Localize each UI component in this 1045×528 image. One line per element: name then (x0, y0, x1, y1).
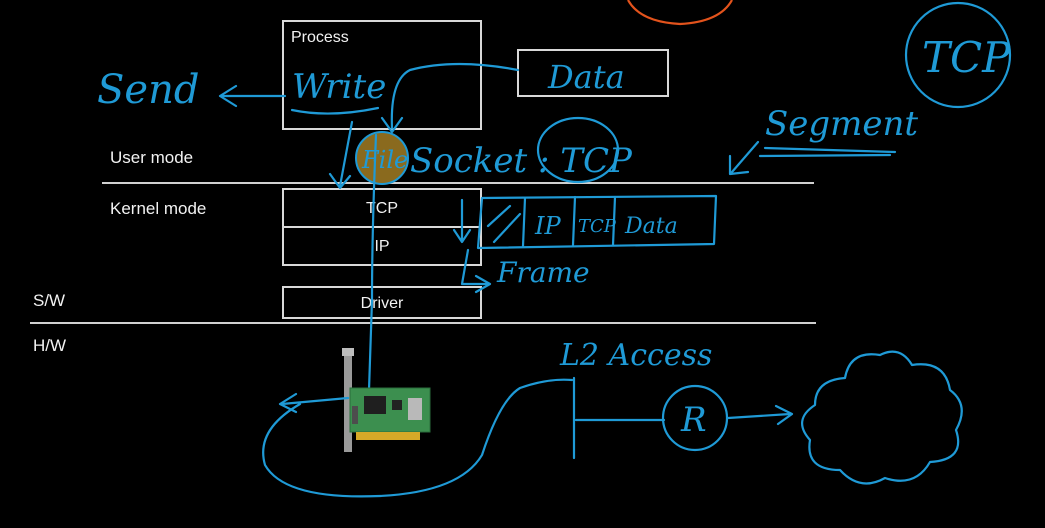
stack-to-nic-line (366, 133, 378, 422)
user-kernel-divider (102, 182, 814, 184)
packet-divider-2 (571, 195, 577, 247)
nic-card-illustration (342, 348, 431, 452)
data-segment-text: Data (624, 214, 678, 239)
send-text: Send (97, 67, 199, 113)
l2-switch-line (572, 376, 666, 460)
packet-divider-3 (611, 195, 617, 247)
data-to-file-arrow (380, 62, 520, 134)
packet-hatch (486, 204, 522, 244)
segment-text: Segment (765, 104, 918, 144)
l2-access-text: L2 Access (559, 338, 712, 373)
router-text: R (680, 400, 707, 440)
sw-hw-divider (30, 322, 816, 324)
file-highlight (356, 132, 408, 184)
router-to-cloud-arrow (726, 404, 794, 426)
process-label: Process (291, 29, 349, 46)
hw-label: H/W (33, 336, 67, 355)
kernel-mode-label: Kernel mode (110, 199, 207, 218)
internet-cloud (801, 350, 963, 485)
nic-cable (262, 378, 574, 498)
sw-label: S/W (33, 291, 66, 310)
ip-layer-label: IP (374, 238, 390, 255)
tcp-to-ip-arrow (452, 198, 472, 244)
segment-underline (758, 146, 897, 158)
write-underline (290, 106, 380, 115)
packet-frame-outline (476, 194, 718, 250)
packet-divider-1 (521, 196, 527, 248)
socket-tcp-circle (536, 116, 620, 184)
user-mode-label: User mode (110, 148, 194, 167)
write-text: Write (292, 67, 386, 107)
segment-arrow (728, 140, 760, 176)
data-box-text: Data (547, 58, 625, 96)
orange-scribble (627, 0, 733, 26)
file-text: File (361, 146, 408, 174)
tcp-segment-text: TCP (578, 216, 617, 237)
user-to-kernel-arrow (328, 120, 354, 190)
tcp-circle (904, 1, 1012, 109)
frame-arrow (460, 248, 492, 294)
send-arrow (218, 84, 287, 108)
ip-layer-box: IP (282, 226, 482, 266)
frame-text: Frame (496, 256, 590, 289)
socket-tcp-text: Socket : TCP (410, 141, 633, 181)
ip-segment-text: IP (534, 212, 561, 240)
data-box (517, 49, 669, 97)
tcp-circle-text: TCP (922, 33, 1011, 82)
process-box: Process (282, 20, 482, 130)
